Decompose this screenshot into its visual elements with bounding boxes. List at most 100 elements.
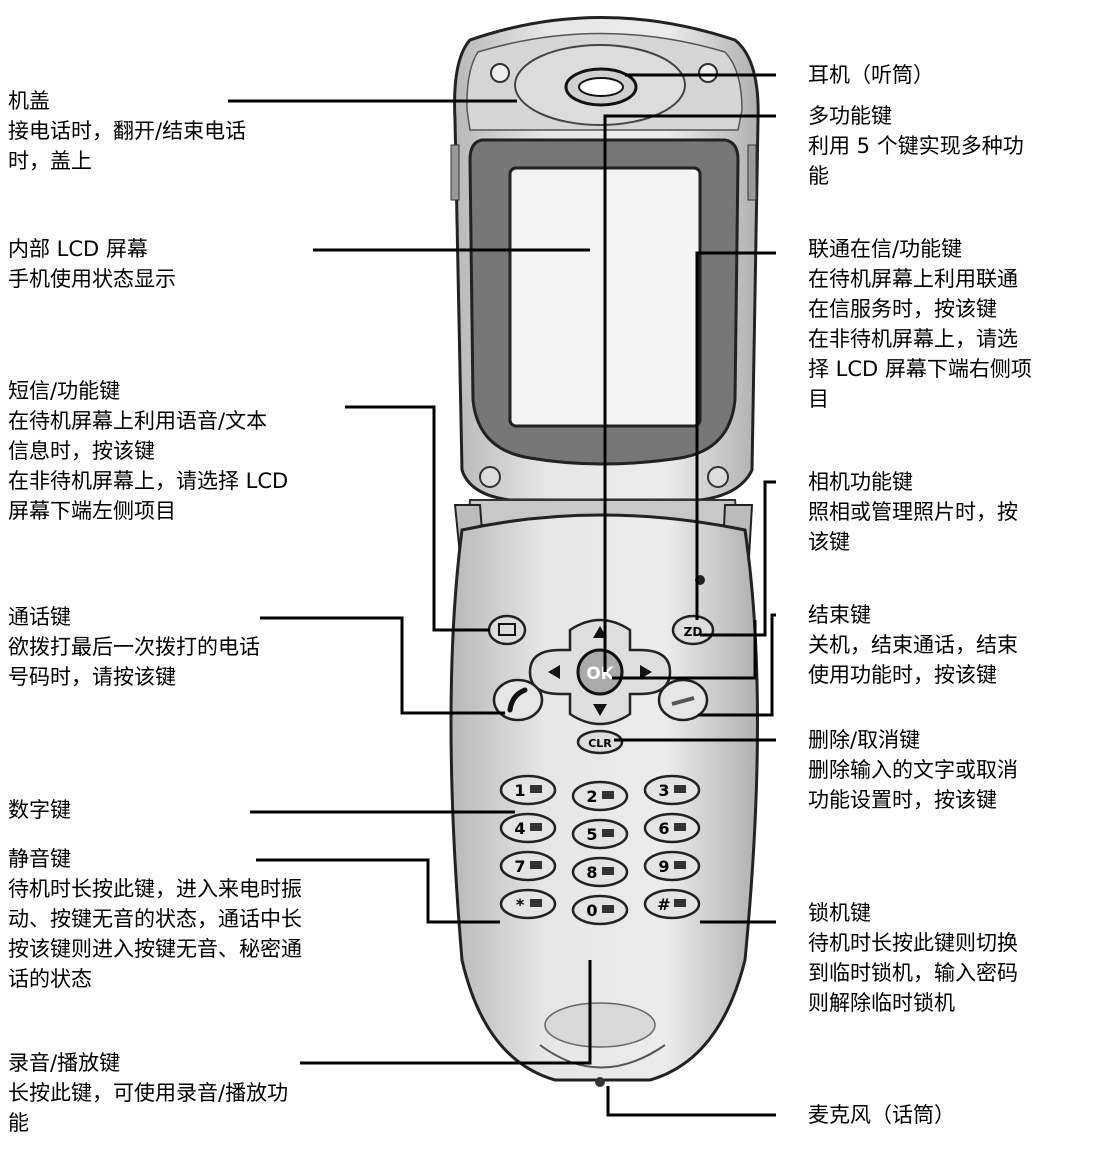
label-sms-title: 短信/功能键 (8, 379, 121, 403)
label-send-line: 欲拨打最后一次拨打的电话 (8, 635, 260, 659)
label-camera-title: 相机功能键 (808, 470, 913, 494)
number-key-1: 1 (499, 774, 557, 806)
label-flip-title: 机盖 (8, 89, 50, 113)
svg-text:ZD: ZD (684, 625, 703, 639)
number-key-5: 5 (571, 818, 629, 850)
label-mic-title: 麦克风（话筒） (808, 1103, 955, 1127)
label-sms-line: 在非待机屏幕上，请选择 LCD (8, 469, 289, 493)
label-lock: 锁机键 待机时长按此键则切换 到临时锁机，输入密码 则解除临时锁机 (808, 898, 1018, 1018)
leader-mute (256, 858, 500, 924)
leader-mic (606, 1086, 776, 1117)
number-key-3: 3 (643, 774, 701, 806)
label-unicom-line: 在待机屏幕上利用联通 (808, 267, 1018, 291)
label-sms-line: 信息时，按该键 (8, 439, 155, 463)
end-key (657, 678, 709, 722)
leader-sms (345, 405, 490, 632)
label-earpiece-title: 耳机（听筒） (808, 63, 934, 87)
label-unicom-title: 联通在信/功能键 (808, 237, 963, 261)
label-lcd: 内部 LCD 屏幕 手机使用状态显示 (8, 234, 176, 294)
label-send-line: 号码时，请按该键 (8, 665, 176, 689)
number-key-9: 9 (643, 850, 701, 882)
label-lcd-line: 手机使用状态显示 (8, 267, 176, 291)
label-mute-title: 静音键 (8, 847, 71, 871)
label-clear-line: 功能设置时，按该键 (808, 788, 997, 812)
number-key-label: 6 (658, 819, 669, 838)
number-keys: 1 2 3 4 5 6 7 8 9 * 0 # (499, 774, 701, 926)
keypad-body: ZD OK CLR 1 2 3 4 5 6 7 8 9 * 0 # (449, 513, 759, 1087)
number-key-star: * (499, 888, 557, 920)
label-unicom-line: 目 (808, 387, 829, 411)
number-key-label: 8 (586, 863, 597, 882)
label-unicom-line: 择 LCD 屏幕下端右侧项 (808, 357, 1032, 381)
number-key-label: 0 (586, 901, 597, 920)
number-key-label: 9 (658, 857, 669, 876)
label-end-line: 使用功能时，按该键 (808, 663, 997, 687)
svg-text:OK: OK (586, 664, 614, 684)
label-camera-line: 照相或管理照片时，按 (808, 500, 1018, 524)
label-record-line: 能 (8, 1111, 29, 1135)
label-flip-line: 时，盖上 (8, 149, 92, 173)
label-camera: 相机功能键 照相或管理照片时，按 该键 (808, 467, 1018, 557)
number-key-7: 7 (499, 850, 557, 882)
leader-unicom (695, 251, 776, 620)
label-multi-line: 能 (808, 164, 829, 188)
label-multi-line: 利用 5 个键实现多种功 (808, 134, 1024, 158)
label-clear-title: 删除/取消键 (808, 728, 921, 752)
label-unicom-line: 在信服务时，按该键 (808, 297, 997, 321)
label-end: 结束键 关机，结束通话，结束 使用功能时，按该键 (808, 600, 1018, 690)
label-earpiece: 耳机（听筒） (808, 60, 934, 90)
label-lcd-title: 内部 LCD 屏幕 (8, 237, 148, 261)
label-clear: 删除/取消键 删除输入的文字或取消 功能设置时，按该键 (808, 725, 1018, 815)
number-key-label: # (657, 895, 670, 914)
number-key-2: 2 (571, 780, 629, 812)
label-mute-line: 待机时长按此键，进入来电时振 (8, 877, 302, 901)
number-key-label: 5 (586, 825, 597, 844)
label-record-line: 长按此键，可使用录音/播放功 (8, 1081, 289, 1105)
label-sms: 短信/功能键 在待机屏幕上利用语音/文本 信息时，按该键 在非待机屏幕上，请选择… (8, 376, 288, 526)
label-lock-line: 到临时锁机，输入密码 (808, 961, 1018, 985)
label-unicom-line: 在非待机屏幕上，请选 (808, 327, 1018, 351)
label-mute-line: 按该键则进入按键无音、秘密通 (8, 937, 302, 961)
label-mute-line: 动、按键无音的状态，通话中长 (8, 907, 302, 931)
number-key-label: 2 (586, 787, 597, 806)
label-unicom: 联通在信/功能键 在待机屏幕上利用联通 在信服务时，按该键 在非待机屏幕上，请选… (808, 234, 1032, 414)
label-lock-line: 待机时长按此键则切换 (808, 931, 1018, 955)
label-lock-title: 锁机键 (808, 901, 871, 925)
label-multi: 多功能键 利用 5 个键实现多种功 能 (808, 101, 1024, 191)
leader-send (260, 616, 505, 715)
label-lock-line: 则解除临时锁机 (808, 991, 955, 1015)
svg-text:CLR: CLR (588, 737, 612, 750)
label-send-title: 通话键 (8, 605, 71, 629)
leader-record (300, 960, 592, 1065)
unicom-key: ZD (671, 614, 715, 646)
number-key-label: 1 (514, 781, 525, 800)
label-numeric: 数字键 (8, 795, 71, 825)
number-key-8: 8 (571, 856, 629, 888)
label-end-line: 关机，结束通话，结束 (808, 633, 1018, 657)
label-multi-title: 多功能键 (808, 104, 892, 128)
label-end-title: 结束键 (808, 603, 871, 627)
label-mute-line: 话的状态 (8, 967, 92, 991)
leader-end (698, 613, 776, 717)
number-key-label: 4 (514, 819, 525, 838)
navigation-key: OK (528, 618, 672, 726)
number-key-label: 7 (514, 857, 525, 876)
clr-key: CLR (576, 729, 624, 755)
label-record: 录音/播放键 长按此键，可使用录音/播放功 能 (8, 1048, 288, 1138)
label-clear-line: 删除输入的文字或取消 (808, 758, 1018, 782)
label-sms-line: 屏幕下端左侧项目 (8, 499, 176, 523)
number-key-6: 6 (643, 812, 701, 844)
label-flip-line: 接电话时，翻开/结束电话 (8, 119, 247, 143)
label-mic: 麦克风（话筒） (808, 1100, 955, 1130)
send-key (492, 678, 544, 722)
label-sms-line: 在待机屏幕上利用语音/文本 (8, 409, 268, 433)
number-key-label: * (516, 895, 525, 914)
number-key-0: 0 (571, 894, 629, 926)
label-send: 通话键 欲拨打最后一次拨打的电话 号码时，请按该键 (8, 602, 260, 692)
label-record-title: 录音/播放键 (8, 1051, 121, 1075)
label-numeric-title: 数字键 (8, 798, 71, 822)
earpiece (514, 44, 686, 126)
leader-multi (603, 114, 776, 630)
